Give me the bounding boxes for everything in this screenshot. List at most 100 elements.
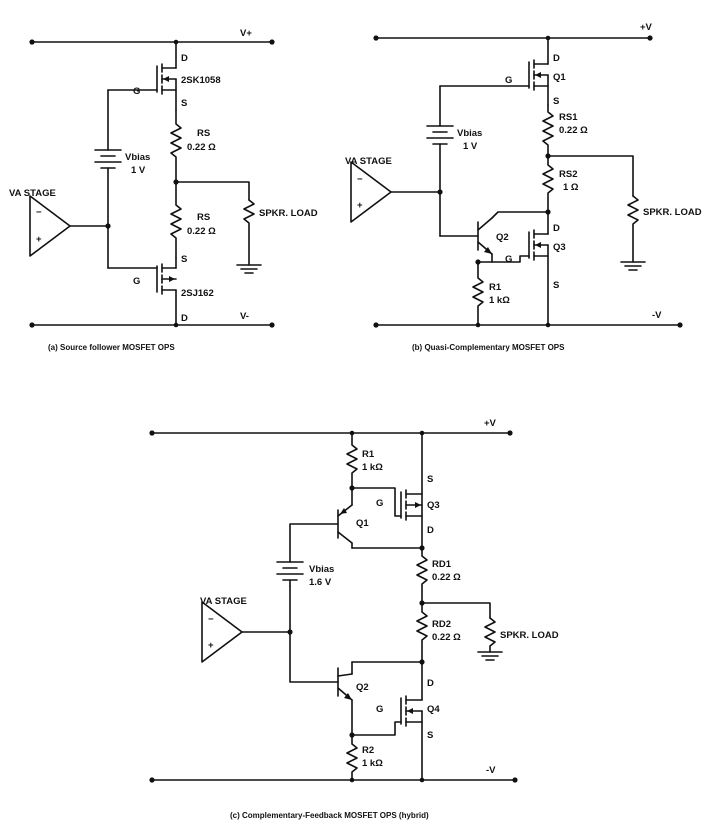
source-label: S <box>181 254 187 265</box>
vbias-label: Vbias <box>457 128 482 139</box>
va-minus: − <box>208 614 214 625</box>
output-wire <box>175 181 250 201</box>
nmos-q1 <box>439 37 549 106</box>
pmos-q3 <box>351 432 423 549</box>
ground-symbol <box>477 651 503 661</box>
rs2-label: RS2 <box>559 169 577 180</box>
junction-dot <box>437 189 443 195</box>
drain-label: D <box>427 525 434 536</box>
q2-collector-wire <box>491 211 549 219</box>
caption-a: (a) Source follower MOSFET OPS <box>48 343 175 352</box>
q2-label: Q2 <box>496 232 509 243</box>
ground-symbol <box>620 261 646 271</box>
rs-label: RS <box>197 212 210 223</box>
gate-label: G <box>376 704 383 715</box>
pmos-2sj162 <box>107 257 177 326</box>
source-label: S <box>427 474 433 485</box>
resistor-rs1 <box>542 104 554 157</box>
rd1-value: 0.22 Ω <box>432 572 461 583</box>
va-plus: + <box>36 234 42 245</box>
rail-terminal <box>269 39 275 45</box>
load-label: SPKR. LOAD <box>259 208 318 219</box>
circuit-b: +V -V D Q1 S G RS1 0.22 Ω SPKR. LOAD RS2… <box>345 22 702 352</box>
vbias-label: Vbias <box>125 152 150 163</box>
r1-value: 1 kΩ <box>362 462 383 473</box>
rd2-label: RD2 <box>432 619 451 630</box>
nmos-q4 <box>351 661 423 781</box>
drain-label: D <box>553 53 560 64</box>
resistor-rs-lower <box>170 181 182 259</box>
va-plus: + <box>357 200 363 211</box>
circuit-c: +V -V R1 1 kΩ Q1 S Q3 D G RD1 0.22 Ω <box>149 418 559 820</box>
rail-terminal <box>512 777 518 783</box>
rail-terminal <box>29 322 35 328</box>
gate-label: G <box>505 254 512 265</box>
va-stage-amplifier <box>201 601 243 663</box>
rail-terminal <box>29 39 35 45</box>
rd2-value: 0.22 Ω <box>432 632 461 643</box>
rs2-value: 1 Ω <box>563 182 579 193</box>
vbias-value: 1 V <box>463 141 478 152</box>
r1-value: 1 kΩ <box>489 295 510 306</box>
rail-terminal <box>507 430 513 436</box>
r1-label: R1 <box>362 449 375 460</box>
q1-label: Q1 <box>553 72 566 83</box>
resistor-r2 <box>346 734 358 781</box>
vbias-battery <box>94 89 122 269</box>
ground-symbol <box>236 264 262 274</box>
va-stage-amplifier <box>350 161 392 223</box>
vbias-battery <box>426 85 454 237</box>
va-minus: − <box>36 207 42 218</box>
gate-label: G <box>505 75 512 86</box>
r1-label: R1 <box>489 282 502 293</box>
va-stage-label: VA STAGE <box>200 596 247 607</box>
va-plus: + <box>208 640 214 651</box>
rail-pos-label: +V <box>640 22 653 33</box>
source-label: S <box>553 96 559 107</box>
rail-terminal <box>149 430 155 436</box>
q4-label: Q4 <box>427 704 440 715</box>
rs1-value: 0.22 Ω <box>559 125 588 136</box>
r2-value: 1 kΩ <box>362 758 383 769</box>
va-stage-label: VA STAGE <box>9 188 56 199</box>
resistor-r1 <box>346 432 358 489</box>
rs1-label: RS1 <box>559 112 578 123</box>
rs-label: RS <box>197 128 210 139</box>
caption-c: (c) Complementary-Feedback MOSFET OPS (h… <box>230 811 429 820</box>
r2-label: R2 <box>362 745 374 756</box>
rail-terminal <box>647 35 653 41</box>
drain-label: D <box>181 313 188 324</box>
vbias-value: 1 V <box>131 165 146 176</box>
va-stage-amplifier <box>29 195 71 257</box>
gate-label: G <box>376 498 383 509</box>
gate-label: G <box>133 86 140 97</box>
resistor-rs2 <box>542 155 554 213</box>
load-label: SPKR. LOAD <box>643 207 702 218</box>
rs-value: 0.22 Ω <box>187 142 216 153</box>
rail-terminal <box>677 322 683 328</box>
junction-dot <box>105 223 111 229</box>
resistor-rd1 <box>416 547 428 604</box>
drain-label: D <box>181 53 188 64</box>
rail-terminal <box>269 322 275 328</box>
output-wire <box>421 602 491 619</box>
drain-label: D <box>553 223 560 234</box>
rail-terminal <box>149 777 155 783</box>
q3-label: Q3 <box>427 500 440 511</box>
circuit-a: V+ V- D 2SK1058 S G RS 0.22 Ω SPKR. LOAD… <box>9 28 318 352</box>
source-label: S <box>553 280 559 291</box>
output-wire <box>547 155 634 197</box>
source-label: S <box>427 730 433 741</box>
source-label: S <box>181 98 187 109</box>
resistor-rs-upper <box>170 109 182 183</box>
fet-part-label: 2SK1058 <box>181 75 221 86</box>
nmos-q3 <box>477 211 549 326</box>
q3-label: Q3 <box>553 242 566 253</box>
speaker-load-resistor <box>243 199 255 266</box>
speaker-load-resistor <box>484 617 496 653</box>
speaker-load-resistor <box>627 195 639 263</box>
fet-part-label: 2SJ162 <box>181 288 214 299</box>
rail-neg-label: -V <box>486 765 496 776</box>
vbias-value: 1.6 V <box>309 577 332 588</box>
